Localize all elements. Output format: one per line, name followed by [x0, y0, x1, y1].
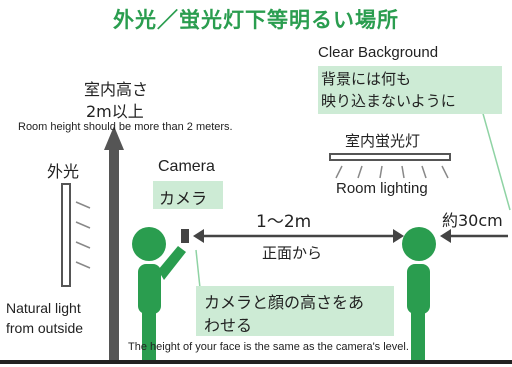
room-height-jp-line2: 2m以上: [86, 102, 144, 121]
room-light-fixture: [329, 153, 451, 161]
outside-light-jp: 外光: [47, 162, 80, 181]
clear-background-jp-line1: 背景には何も: [321, 70, 412, 88]
room-lighting-jp: 室内蛍光灯: [345, 132, 421, 150]
camera-label-box: カメラ: [153, 181, 223, 209]
face-height-box: カメラと顔の高さをあ わせる: [196, 286, 394, 336]
wall-distance-label: 約30cm: [442, 211, 503, 230]
clear-background-label-en: Clear Background: [318, 44, 439, 61]
outside-light-en-line2: from outside: [6, 320, 84, 336]
wall-distance-arrow-head: [440, 229, 451, 243]
window-light-rays: [75, 201, 91, 269]
camera-label-jp: カメラ: [159, 189, 208, 208]
face-height-jp-line1: カメラと顔の高さをあ: [204, 293, 365, 312]
face-height-jp-line2: わせる: [204, 316, 253, 335]
face-height-pointer-line: [195, 249, 201, 289]
window-icon: [61, 183, 71, 287]
outside-light-en-line1: Natural light: [6, 300, 81, 316]
height-arrow-head: [104, 126, 124, 150]
distance-main-label: 1〜2m: [256, 212, 312, 232]
clear-background-box: 背景には何も 映り込まないように: [318, 66, 502, 114]
distance-sub-label: 正面から: [262, 244, 323, 262]
distance-arrow-left-head: [193, 229, 204, 243]
subject-person-figure: [402, 227, 436, 360]
room-height-en: Room height should be more than 2 meters…: [18, 121, 233, 133]
distance-arrow-right-head: [393, 229, 404, 243]
face-height-en: The height of your face is the same as t…: [128, 341, 409, 353]
background-pointer-line: [481, 109, 511, 211]
camera-label-en: Camera: [158, 158, 215, 175]
camera-icon: [181, 229, 189, 243]
room-light-rays: [335, 165, 449, 179]
room-lighting-en: Room lighting: [336, 180, 428, 197]
camera-person-figure: [132, 227, 186, 360]
room-height-jp-line1: 室内高さ: [84, 80, 149, 99]
clear-background-jp-line2: 映り込まないように: [321, 92, 456, 110]
page-title: 外光／蛍光灯下等明るい場所: [113, 8, 399, 32]
